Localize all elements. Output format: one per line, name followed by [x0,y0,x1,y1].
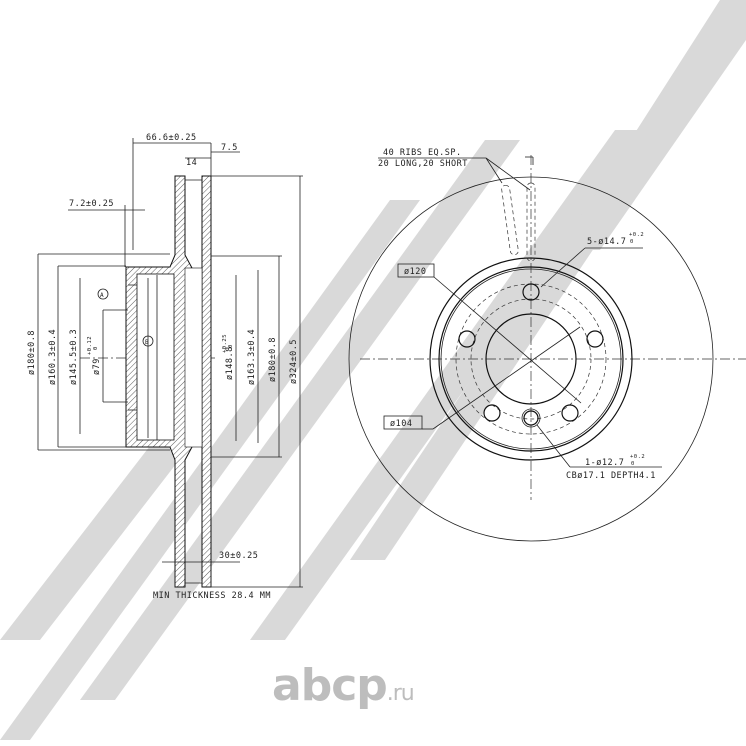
dim-d145: ø145.5±0.3 [69,329,79,385]
dim-d163: ø163.3±0.4 [247,329,257,385]
pin-tol-low: 0 [631,461,635,467]
bolt-holes [458,283,604,428]
dim-d148-tol: +0.25 [222,334,228,353]
dim-thickness: 30±0.25 [219,551,258,561]
bolt-hole [458,330,476,348]
dim-d148-tol-low: 0 [228,344,234,348]
dim-d104: ø104 [390,419,412,429]
outer-plate [201,175,212,588]
datum-b-marker [142,335,154,347]
bolt-hole [483,404,501,422]
dim-flange: 7.2±0.25 [69,199,114,209]
front-view: 40 RIBS EQ.SP. 20 LONG,20 SHORT 5-ø14.7 … [348,148,746,542]
bolt-tol-low: 0 [630,239,634,245]
disc-outer-edge [348,176,714,542]
friction-inner-edge [429,257,633,461]
dim-d79: ø79 [92,358,102,375]
bolt-hole [561,404,579,422]
pin-hole-callout: 1-ø12.7 [585,458,624,468]
datum-a-label: A [100,292,104,299]
bolt-hole [586,330,604,348]
dim-overall-offset: 66.6±0.25 [146,133,197,143]
logo-text: abcp [272,660,388,711]
ribs-note-line2: 20 LONG,20 SHORT [378,159,468,169]
bolt-hole [522,283,540,301]
dim-d120: ø120 [404,267,426,277]
dim-d180-left: ø180±0.8 [27,330,37,375]
dim-d180-right: ø180±0.8 [268,337,278,382]
counterbore-callout: CBø17.1 DEPTH4.1 [566,471,656,481]
rib-short [501,184,519,256]
dim-rib-offset: 7.5 [221,143,238,153]
dim-d324: ø324±0.5 [289,339,299,384]
pin-tol: +0.2 [630,454,645,460]
dim-d160: ø160.3±0.4 [48,329,58,385]
ribs-note-line1: 40 RIBS EQ.SP. [383,148,462,158]
logo-suffix: .ru [386,681,415,706]
abcp-logo: abcp.ru [272,660,415,711]
min-thickness-note: MIN THICKNESS 28.4 MM [153,591,271,601]
dim-d79-tol: +0.12 [87,336,93,355]
pin-hole [523,410,539,426]
bolt-hole-callout: 5-ø14.7 [587,237,626,247]
datum-b-label: B [145,339,149,346]
dim-d148: ø148.8 [225,346,235,380]
center-bore [485,313,577,405]
bolt-tol: +0.2 [629,232,644,238]
rib-long [526,182,536,262]
dim-gap: 14 [186,158,197,168]
dim-d79-tol-low: 0 [93,346,99,350]
datum-a-marker [97,288,109,300]
side-section-view: A B 66.6±0.25 7.5 14 7.2±0.25 ø180±0.8 ø… [27,133,303,601]
